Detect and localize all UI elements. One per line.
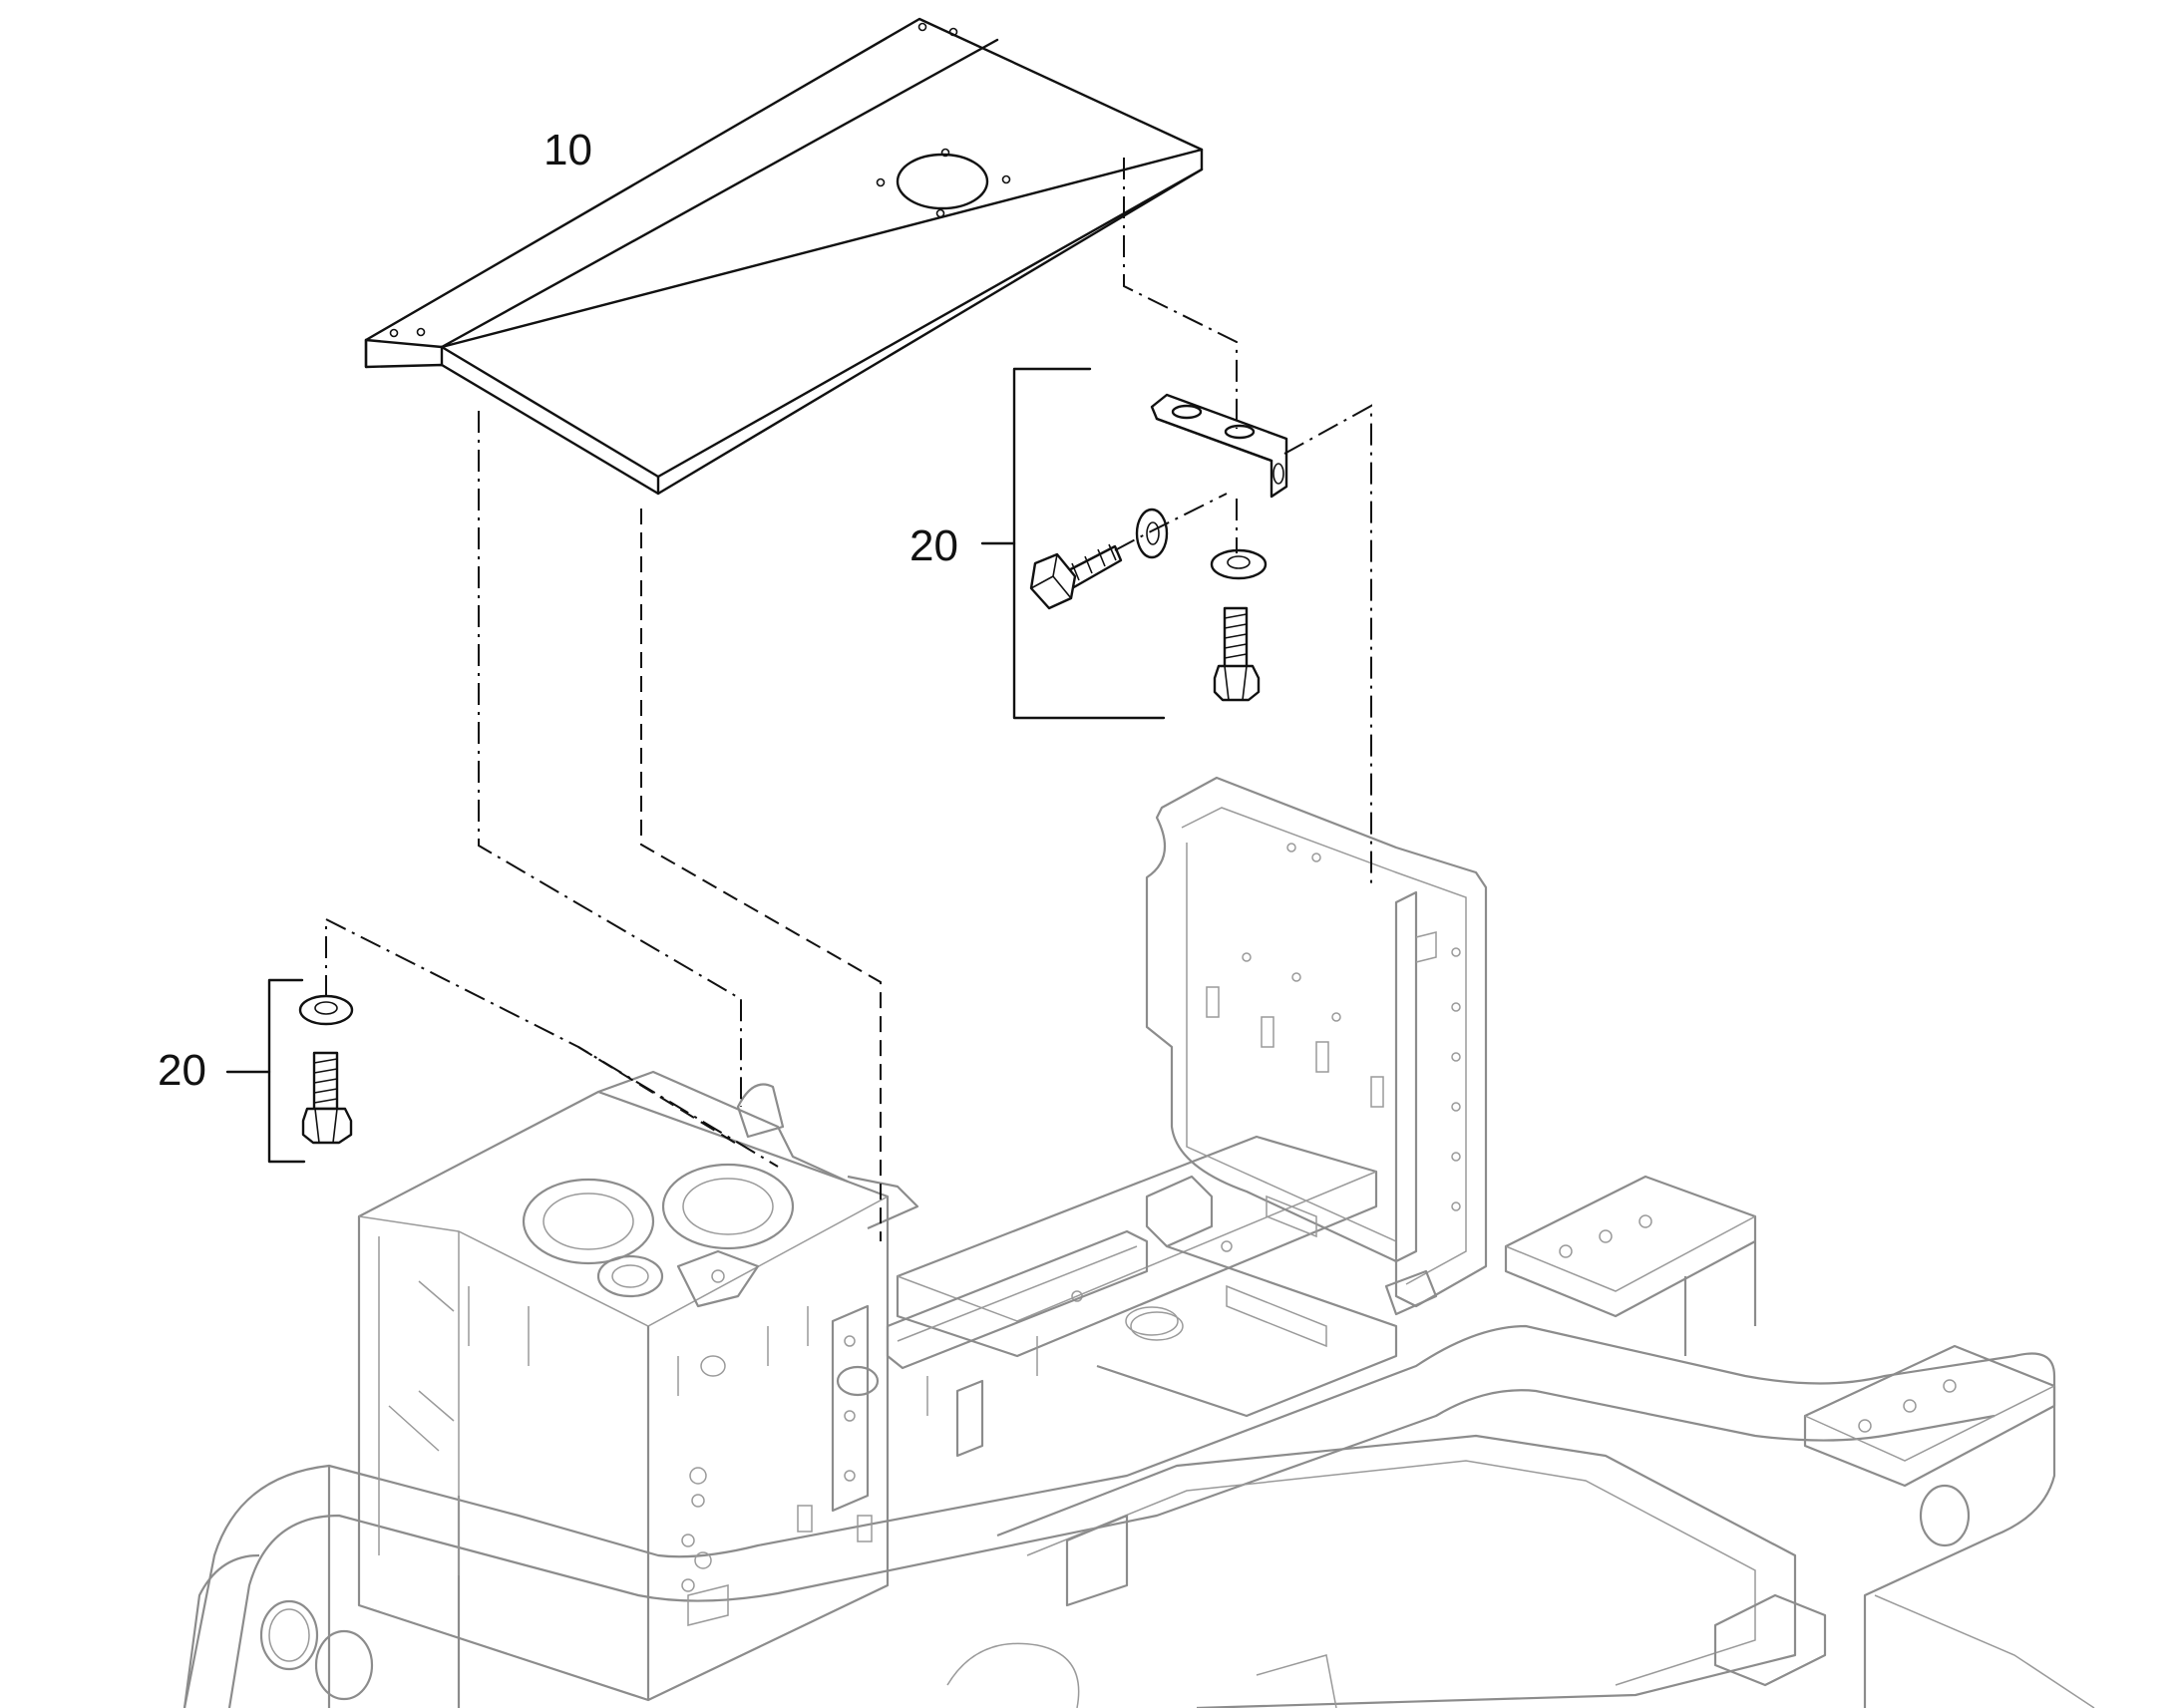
washer-vertical — [1135, 508, 1169, 559]
callout-part-10: 10 — [544, 126, 592, 174]
chassis-frame — [182, 1135, 2095, 1708]
assembly-centerlines — [325, 158, 1372, 1241]
cover-plate — [364, 17, 1204, 496]
washer-flat-right — [1210, 548, 1268, 580]
bolt-vertical-right — [1213, 606, 1261, 702]
bolt-vertical-left — [301, 1051, 353, 1145]
bolt-horizontal — [1029, 543, 1123, 610]
tank-block — [357, 1070, 919, 1702]
callout-part-20-left: 20 — [158, 1046, 206, 1095]
angle-bracket — [1150, 393, 1288, 499]
group-bracket-left — [267, 978, 306, 1164]
upright-support-plate — [1096, 776, 1488, 1418]
washer-flat-left — [298, 994, 354, 1026]
callout-part-20-right: 20 — [909, 521, 958, 570]
